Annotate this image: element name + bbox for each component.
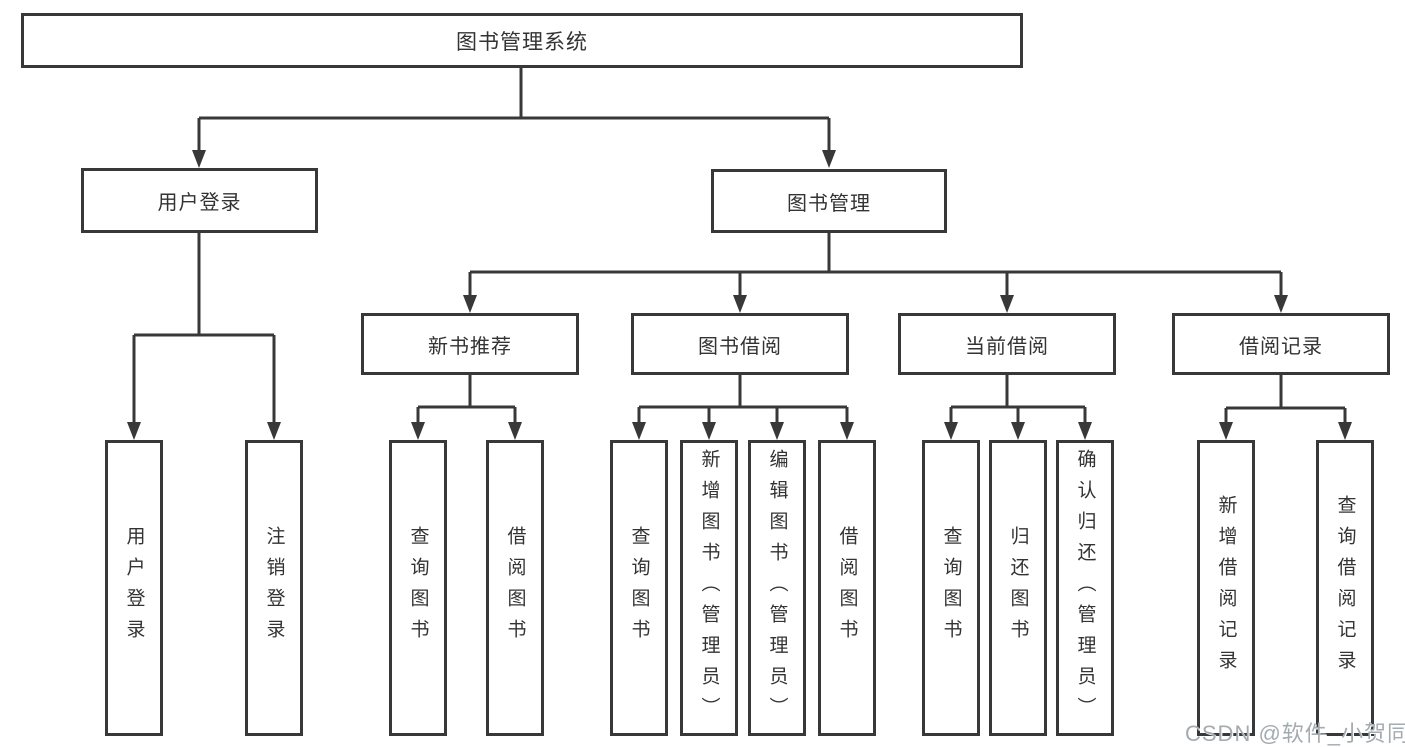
csdn-watermark: CSDN @软件_小贺同学	[1185, 721, 1405, 746]
node-label: 新书推荐	[428, 335, 512, 358]
leaf-query-books-current: 查询图书	[922, 440, 980, 736]
node-label: 查询图书	[940, 526, 962, 650]
node-label: 借阅图书	[836, 526, 858, 650]
node-label: 借阅图书	[504, 526, 526, 650]
leaf-query-books-borrow: 查询图书	[610, 440, 668, 736]
node-label: 确认归还（管理员）	[1074, 448, 1096, 728]
leaf-user-login: 用户登录	[105, 440, 163, 736]
arrowheads	[127, 150, 1352, 440]
node-label: 用户登录	[157, 192, 242, 214]
leaf-borrow-books-recommend: 借阅图书	[486, 440, 544, 736]
leaf-confirm-return-admin: 确认归还（管理员）	[1056, 440, 1114, 736]
node-user-login: 用户登录	[81, 168, 318, 233]
node-label: 借阅记录	[1239, 335, 1323, 358]
leaf-add-book-admin: 新增图书（管理员）	[680, 440, 738, 736]
node-label: 查询图书	[628, 526, 650, 650]
leaf-query-books-recommend: 查询图书	[389, 440, 447, 736]
node-book-management: 图书管理	[711, 169, 947, 233]
leaf-edit-book-admin: 编辑图书（管理员）	[748, 440, 806, 736]
node-label: 新增借阅记录	[1215, 495, 1237, 681]
node-label: 查询图书	[407, 526, 429, 650]
leaf-logout: 注销登录	[245, 440, 303, 736]
node-label: 新增图书（管理员）	[698, 448, 720, 728]
node-label: 归还图书	[1007, 526, 1029, 650]
node-label: 图书管理系统	[456, 30, 588, 54]
node-new-book-recommendation: 新书推荐	[361, 313, 579, 375]
node-label: 当前借阅	[965, 335, 1049, 358]
leaf-return-books: 归还图书	[989, 440, 1047, 736]
node-label: 图书借阅	[698, 335, 782, 358]
leaf-borrow-books: 借阅图书	[818, 440, 876, 736]
node-label: 注销登录	[263, 526, 285, 650]
node-label: 用户登录	[123, 526, 145, 650]
node-borrowing-records: 借阅记录	[1172, 313, 1390, 375]
node-label: 图书管理	[787, 192, 871, 215]
node-library-management-system: 图书管理系统	[21, 13, 1023, 68]
node-label: 查询借阅记录	[1334, 495, 1356, 681]
leaf-query-borrow-record: 查询借阅记录	[1316, 440, 1374, 736]
node-label: 编辑图书（管理员）	[766, 448, 788, 728]
leaf-add-borrow-record: 新增借阅记录	[1197, 440, 1255, 736]
node-current-borrowing: 当前借阅	[898, 313, 1116, 375]
node-book-borrowing: 图书借阅	[631, 313, 849, 375]
